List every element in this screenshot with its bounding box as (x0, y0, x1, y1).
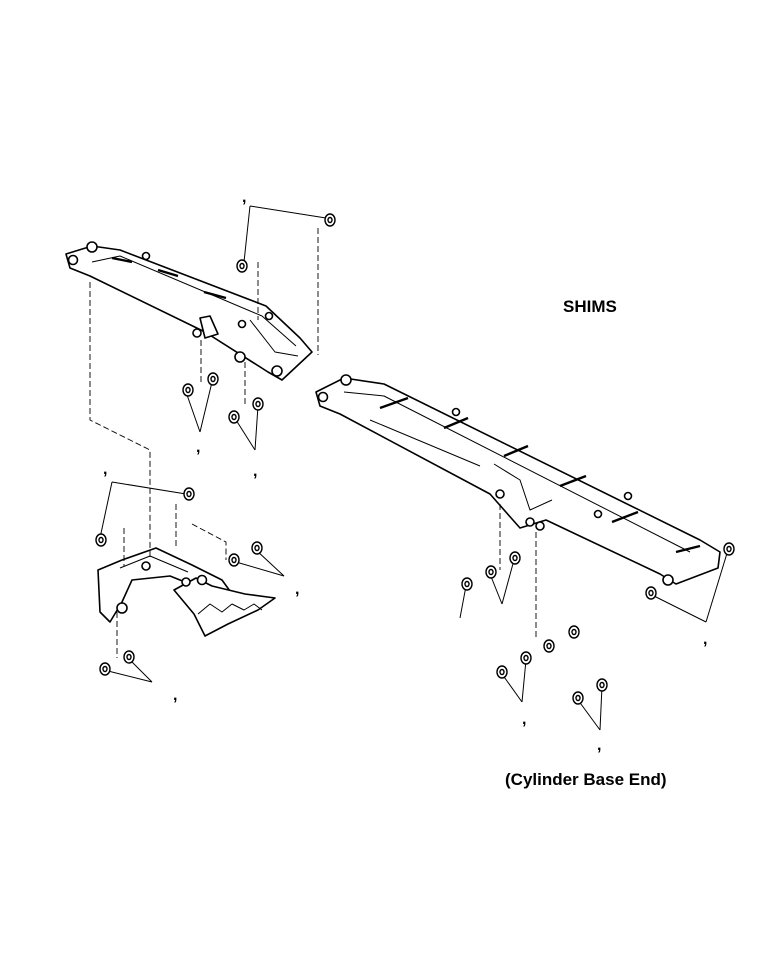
shim-icon (182, 383, 194, 397)
callout-mark: , (703, 631, 708, 648)
shim-icon (509, 551, 521, 565)
main-boom-arm (315, 374, 721, 586)
shim-icon (723, 542, 735, 556)
leader-lines (99, 205, 729, 731)
shim-icon (183, 487, 195, 501)
shim-icon (572, 691, 584, 705)
shim-washers (95, 213, 735, 705)
shim-icon (485, 565, 497, 579)
callout-mark: , (173, 687, 178, 704)
shim-icon (543, 639, 555, 653)
callout-mark: , (196, 439, 201, 456)
cylinder-base-end-label: (Cylinder Base End) (505, 770, 667, 789)
shim-icon (461, 577, 473, 591)
shim-icon (645, 586, 657, 600)
shim-icon (251, 541, 263, 555)
callout-mark: , (103, 461, 108, 478)
shim-icon (207, 372, 219, 386)
shim-icon (228, 553, 240, 567)
shim-icon (596, 678, 608, 692)
shim-icon (520, 651, 532, 665)
shim-icon (236, 259, 248, 273)
shim-icon (568, 625, 580, 639)
upper-boom-arm (65, 241, 313, 381)
shims-title: SHIMS (563, 297, 617, 316)
shim-icon (496, 665, 508, 679)
callout-mark: , (295, 581, 300, 598)
callout-mark: , (242, 189, 247, 206)
centre-lines (89, 228, 537, 658)
callout-mark: , (253, 463, 258, 480)
shim-icon (99, 662, 111, 676)
shim-icon (123, 650, 135, 664)
shim-icon (252, 397, 264, 411)
shim-icon (228, 410, 240, 424)
shim-icon (324, 213, 336, 227)
callout-mark: , (597, 737, 602, 754)
callout-mark: , (522, 711, 527, 728)
shim-icon (95, 533, 107, 547)
bucket-linkage (97, 547, 276, 637)
